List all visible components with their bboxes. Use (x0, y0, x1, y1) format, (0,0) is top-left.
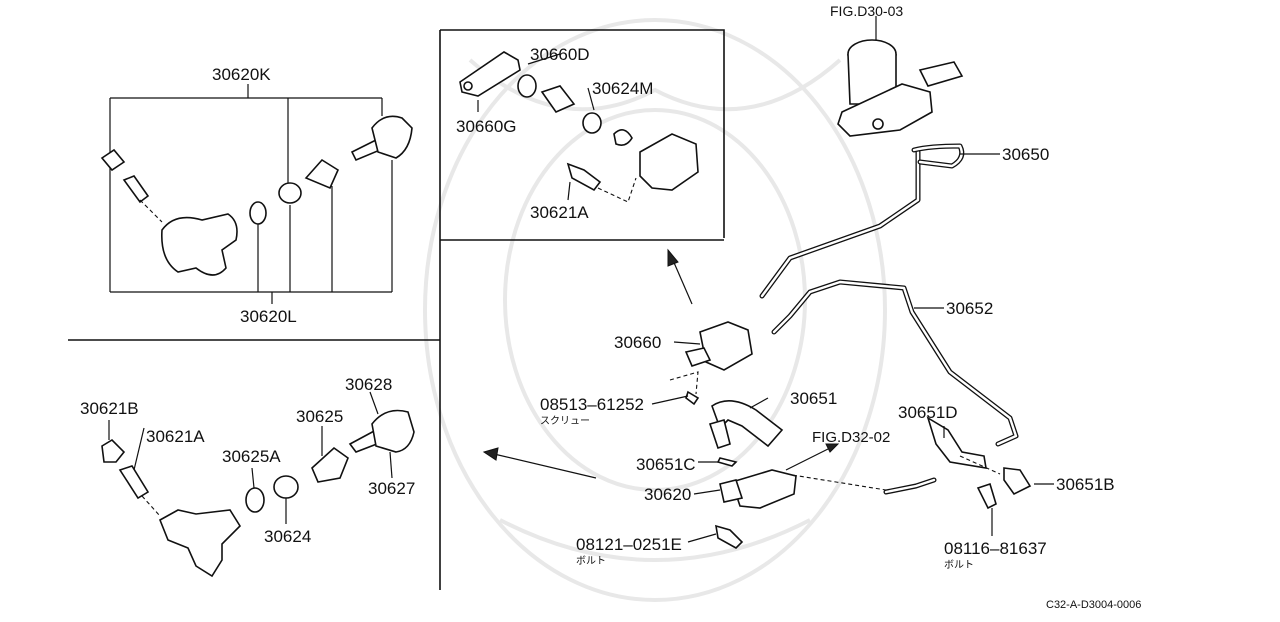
slave-cylinder-group (651, 321, 1054, 549)
label-30620L[interactable]: 30620L (240, 307, 297, 326)
master-cylinder-group (837, 16, 964, 137)
label-30660D[interactable]: 30660D (530, 45, 590, 64)
part-number-labels: 30620K 30620L 30660D 30624M 30660G 30621… (80, 3, 1141, 611)
label-30621B[interactable]: 30621B (80, 399, 139, 418)
label-08513-61252[interactable]: 08513–61252 (540, 395, 644, 414)
label-screw-jp: スクリュー (540, 415, 590, 427)
label-30625[interactable]: 30625 (296, 407, 343, 426)
label-08121-0251E[interactable]: 08121–0251E (576, 535, 682, 554)
panel-frames (68, 29, 725, 590)
label-fig-d30-03[interactable]: FIG.D30-03 (830, 3, 903, 19)
label-30621A-inset[interactable]: 30621A (530, 203, 589, 222)
label-30651D[interactable]: 30651D (898, 403, 958, 422)
slave-cylinder-exploded-group (101, 391, 415, 578)
label-30651[interactable]: 30651 (790, 389, 837, 408)
label-30624M[interactable]: 30624M (592, 79, 653, 98)
inset-30660-group (459, 51, 699, 203)
label-30625A[interactable]: 30625A (222, 447, 281, 466)
label-30652[interactable]: 30652 (946, 299, 993, 318)
label-08116-81637[interactable]: 08116–81637 (944, 539, 1047, 558)
label-bolt-jp-2: ボルト (944, 559, 974, 571)
label-30627[interactable]: 30627 (368, 479, 415, 498)
label-30621A-bottom[interactable]: 30621A (146, 427, 205, 446)
label-30660[interactable]: 30660 (614, 333, 661, 352)
label-30620[interactable]: 30620 (644, 485, 691, 504)
label-30620K[interactable]: 30620K (212, 65, 271, 84)
label-30624[interactable]: 30624 (264, 527, 311, 546)
label-fig-d32-02[interactable]: FIG.D32-02 (812, 429, 890, 446)
label-30660G[interactable]: 30660G (456, 117, 517, 136)
clutch-pipes (759, 143, 1019, 495)
label-30628[interactable]: 30628 (345, 375, 392, 394)
label-bolt-jp-1: ボルト (576, 555, 606, 567)
kit-30620-group (100, 84, 413, 304)
label-30651B[interactable]: 30651B (1056, 475, 1115, 494)
label-30651C[interactable]: 30651C (636, 455, 696, 474)
diagram-reference-code: C32-A-D3004-0006 (1046, 599, 1141, 611)
label-30650[interactable]: 30650 (1002, 145, 1049, 164)
direction-arrows (482, 248, 840, 479)
watermark-emblem (423, 18, 887, 602)
